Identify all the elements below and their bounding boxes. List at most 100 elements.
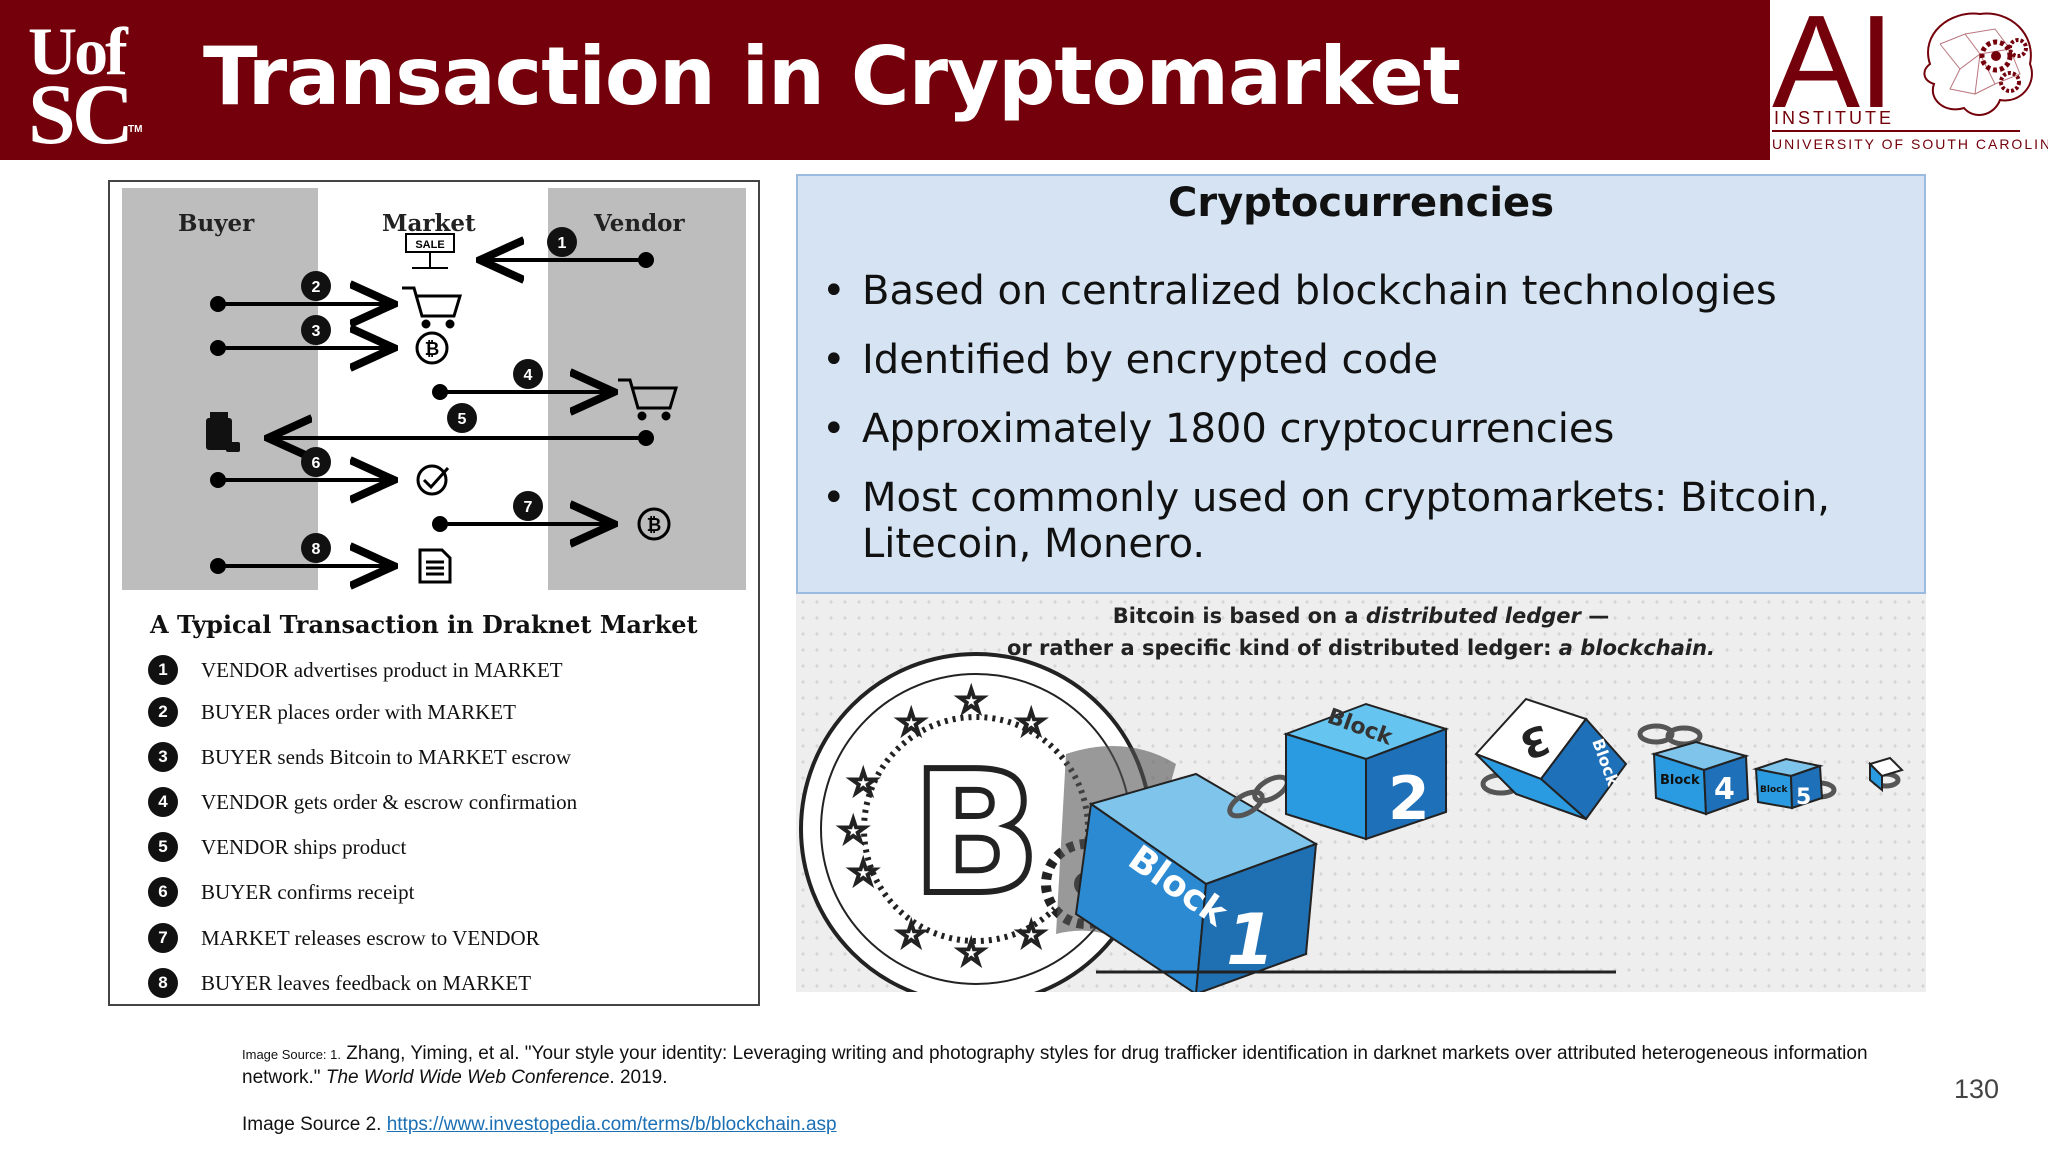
flow-num-circle-4 [513, 359, 543, 389]
svg-text:☆: ☆ [848, 763, 878, 803]
sale-sign-icon: SALE [405, 233, 455, 269]
flow-dot-8 [210, 558, 226, 574]
flow-number: 6 [312, 455, 321, 472]
block-4-icon: Block 4 [1650, 740, 1750, 816]
block-6-icon [1868, 756, 1904, 793]
bullet-item: Identified by encrypted code [822, 337, 1912, 383]
step-item: 4 VENDOR gets order & escrow confirmation [148, 786, 577, 818]
source1-year: . 2019. [609, 1067, 668, 1088]
ai-logo-letters: AI [1772, 0, 1895, 135]
logo-line1: Uof [28, 13, 128, 89]
flow-dot-6 [210, 472, 226, 488]
step-number: 3 [148, 742, 178, 772]
block-number: 2 [1388, 764, 1430, 834]
svg-text:☆: ☆ [848, 853, 878, 893]
image-source-1: Image Source: 1. Zhang, Yiming, et al. "… [242, 1042, 1922, 1089]
caption-emphasis: a blockchain. [1558, 636, 1716, 660]
flow-num-circle-3 [301, 315, 331, 345]
block-number: 1 [1226, 899, 1275, 981]
step-text: MARKET releases escrow to VENDOR [201, 925, 540, 950]
source1-prefix: Image Source: 1. [242, 1047, 341, 1062]
flow-dot-7 [432, 516, 448, 532]
flow-dot-1 [638, 252, 654, 268]
flow-number: 5 [458, 411, 467, 428]
flow-number: 2 [312, 279, 321, 296]
transaction-flow-diagram: 1 2 3 4 5 6 7 8 SALE ₿ [122, 188, 746, 590]
block-1-icon: Block 1 [1074, 772, 1319, 992]
shopping-cart-icon [402, 286, 463, 329]
slide-title: Transaction in Cryptomarket [203, 30, 1461, 123]
block-3-icon: 3 Block [1474, 697, 1628, 821]
cryptocurrencies-bullets: Based on centralized blockchain technolo… [822, 268, 1912, 590]
step-number: 5 [148, 832, 178, 862]
bullet-item: Approximately 1800 cryptocurrencies [822, 406, 1912, 452]
caption-text: or rather a specific kind of distributed… [1006, 636, 1559, 660]
ai-logo-institute: INSTITUTE [1774, 108, 1894, 128]
flow-num-circle-5 [447, 403, 477, 433]
source1-venue: The World Wide Web Conference [325, 1067, 610, 1088]
brain-gears-icon [1923, 12, 2033, 116]
svg-text:☆: ☆ [956, 681, 986, 721]
block-label: Block [1760, 785, 1788, 795]
page-number: 130 [1954, 1074, 2000, 1104]
darknet-transaction-figure: 1 2 3 4 5 6 7 8 SALE ₿ [108, 180, 760, 1006]
svg-text:B: B [911, 735, 1041, 933]
sale-sign-label: SALE [415, 239, 444, 251]
step-text: VENDOR advertises product in MARKET [201, 657, 563, 682]
svg-text:☆: ☆ [1016, 915, 1046, 955]
flow-num-circle-6 [301, 447, 331, 477]
logo-trademark: TM [128, 124, 143, 135]
source1-text: Zhang, Yiming, et al. "Your style your i… [242, 1043, 1868, 1088]
step-number: 2 [148, 697, 178, 727]
step-number: 7 [148, 923, 178, 953]
step-text: BUYER confirms receipt [201, 879, 415, 904]
flow-number: 1 [558, 235, 567, 252]
ai-logo-rule [1772, 130, 2020, 132]
figure-title: A Typical Transaction in Draknet Market [150, 610, 698, 639]
flow-dot-5 [638, 430, 654, 446]
package-icon [206, 412, 240, 452]
role-vendor: Vendor [594, 210, 685, 237]
document-icon [418, 548, 452, 584]
svg-text:₿: ₿ [647, 515, 662, 536]
cryptocurrencies-title: Cryptocurrencies [1168, 180, 1554, 226]
step-number: 4 [148, 787, 178, 817]
svg-text:☆: ☆ [896, 703, 926, 743]
svg-text:☆: ☆ [1016, 703, 1046, 743]
caption-text: — [1580, 604, 1610, 628]
buyer-column [122, 188, 318, 590]
role-buyer: Buyer [178, 210, 255, 237]
step-number: 1 [148, 655, 178, 685]
flow-number: 3 [312, 323, 321, 340]
step-item: 1 VENDOR advertises product in MARKET [148, 654, 563, 686]
flow-dot-2 [210, 296, 226, 312]
block-number: 5 [1796, 785, 1811, 810]
bullet-item: Based on centralized blockchain technolo… [822, 268, 1912, 314]
caption-emphasis: distributed ledger [1365, 604, 1581, 628]
ai-institute-logo: AI INSTITUTE UNIVERSITY OF SOUTH CAROLIN… [1770, 0, 2048, 160]
role-market: Market [382, 210, 476, 237]
ai-logo-university: UNIVERSITY OF SOUTH CAROLINA [1772, 136, 2048, 152]
block-2-icon: Block 2 [1282, 702, 1450, 841]
source2-link[interactable]: https://www.investopedia.com/terms/b/blo… [386, 1114, 837, 1135]
step-number: 6 [148, 877, 178, 907]
image-source-2: Image Source 2. https://www.investopedia… [242, 1114, 837, 1136]
svg-text:₿: ₿ [425, 339, 440, 360]
bitcoin-icon: ₿ [415, 331, 449, 365]
cryptocurrencies-panel: Cryptocurrencies Based on centralized bl… [796, 174, 1926, 594]
shopping-cart-icon [618, 378, 679, 421]
flow-number: 4 [524, 367, 533, 384]
bitcoin-icon: ₿ [637, 507, 671, 541]
flow-dot-3 [210, 340, 226, 356]
step-text: BUYER leaves feedback on MARKET [201, 970, 532, 995]
blockchain-illustration: B ☆☆☆ ☆☆☆ ☆☆☆ Block 1 [796, 594, 1926, 992]
flow-number: 7 [524, 499, 533, 516]
flow-num-circle-7 [513, 491, 543, 521]
step-text: VENDOR gets order & escrow confirmation [201, 789, 578, 814]
flow-number: 8 [312, 541, 321, 558]
block-5-icon: Block 5 [1752, 757, 1824, 810]
